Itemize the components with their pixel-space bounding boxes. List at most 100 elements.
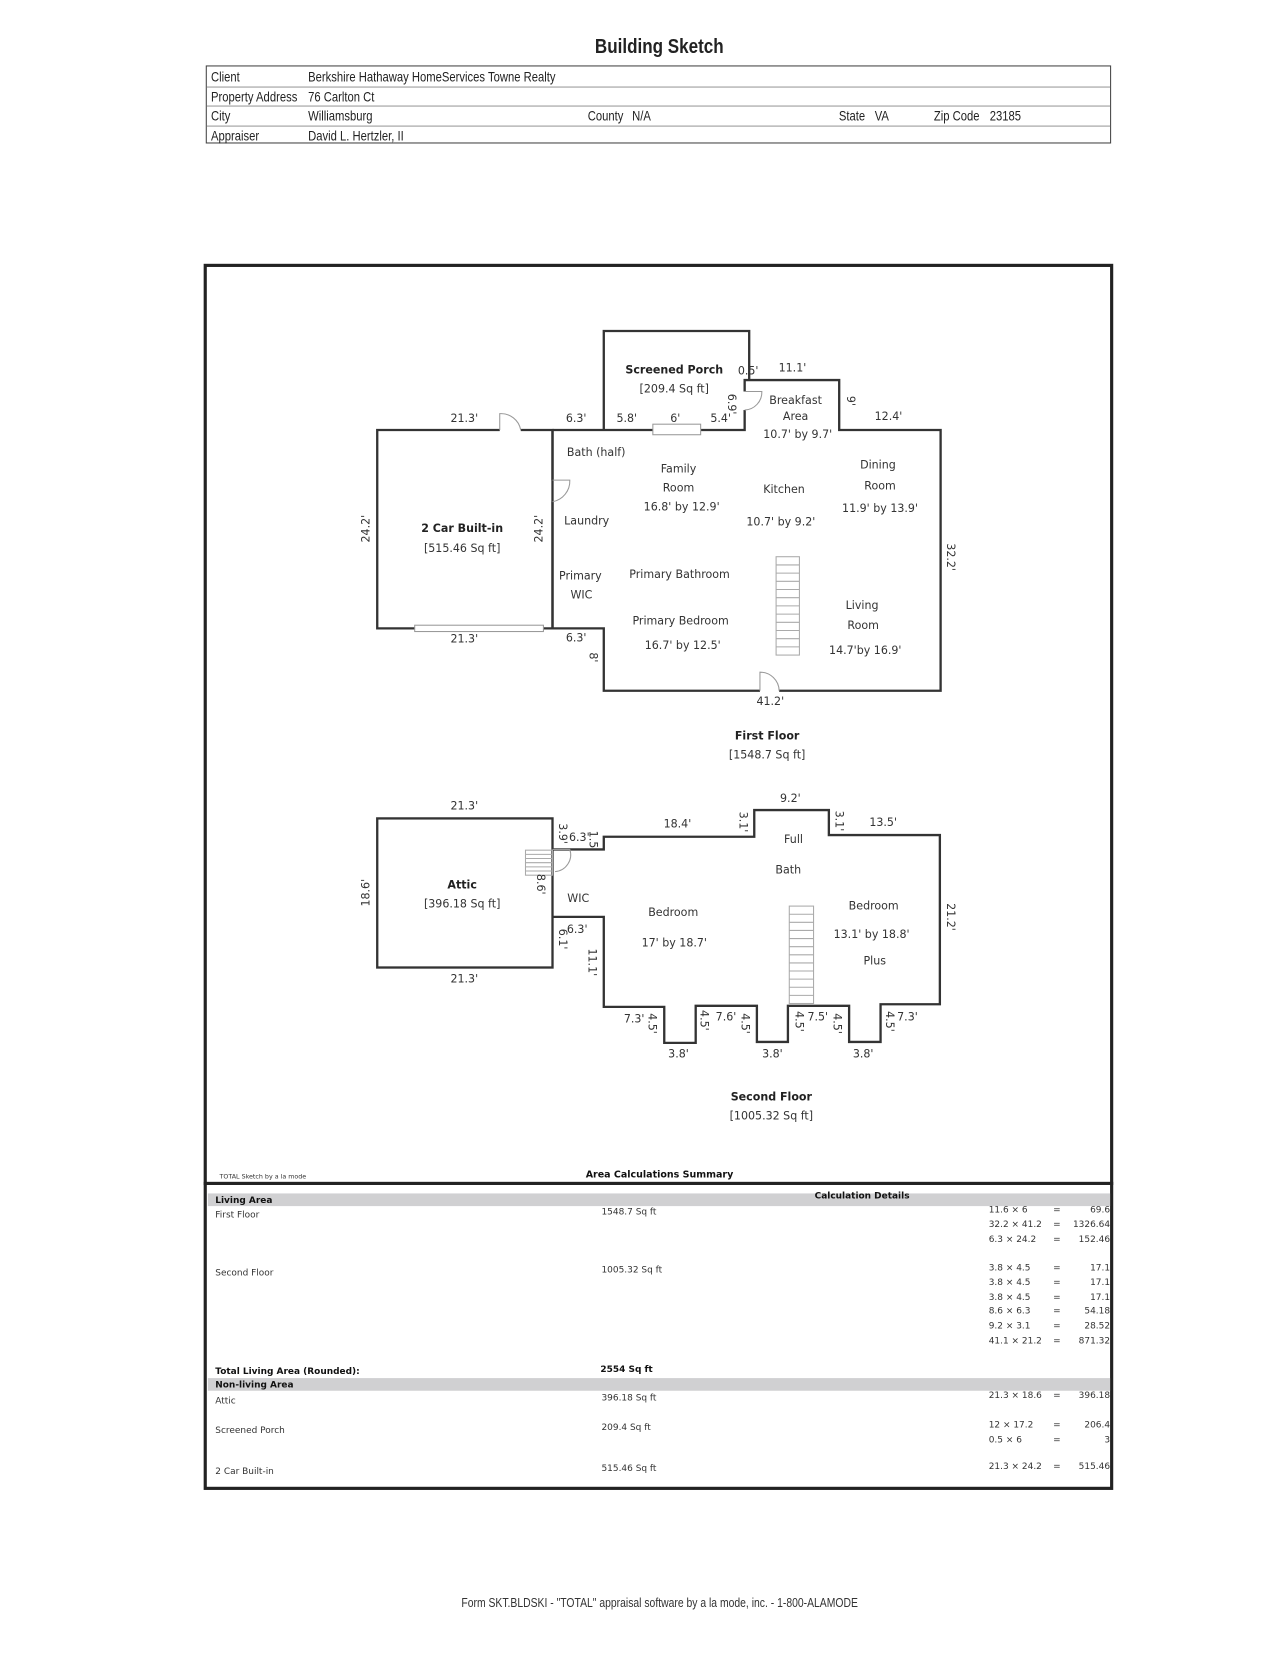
calc-formula: 8.6 × 6.3 xyxy=(988,1306,1031,1318)
calc-equals: = xyxy=(1053,1263,1061,1274)
city-row: City Williamsburg County N/A State VA Zi… xyxy=(206,106,1111,127)
non-living-area-band xyxy=(207,1378,1111,1391)
room-label: Bath (half) xyxy=(567,446,626,459)
dimension-label: 1.5' xyxy=(587,831,600,852)
city-label: City xyxy=(211,107,231,124)
garage-door-icon xyxy=(499,413,522,431)
dimension-label: 4.5' xyxy=(883,1011,896,1032)
dimension-label: 32.2' xyxy=(944,543,957,571)
dimension-label: 6.1' xyxy=(556,929,569,950)
address-row: Property Address 76 Carlton Ct xyxy=(206,86,1111,107)
dimension-label: 3.8' xyxy=(762,1047,783,1060)
dimension-label: 7.6' xyxy=(716,1010,737,1023)
area-value: 396.18 Sq ft xyxy=(601,1392,657,1404)
room-label: Bedroom xyxy=(648,906,698,919)
dimension-label: 7.5' xyxy=(807,1010,828,1023)
room-label: Room xyxy=(847,619,879,632)
dimension-label: 4.5' xyxy=(792,1011,805,1032)
zip-label: Zip Code xyxy=(933,107,980,124)
room-label: Plus xyxy=(863,954,886,967)
room-label: [515.46 Sq ft] xyxy=(424,542,500,555)
footer: Form SKT.BLDSKI - "TOTAL" appraisal soft… xyxy=(461,1595,858,1611)
room-label: Bath xyxy=(775,864,801,877)
calc-result: 396.18 xyxy=(1078,1390,1111,1402)
room-label: Area xyxy=(783,410,808,423)
calc-result: 515.46 xyxy=(1078,1461,1111,1473)
dimension-label: 3.1' xyxy=(736,812,749,833)
second-floor-outline xyxy=(552,808,942,1045)
dimension-label: 18.4' xyxy=(664,817,692,830)
appraiser-label: Appraiser xyxy=(211,127,260,143)
county-label: County xyxy=(587,107,624,124)
attic-door-icon xyxy=(552,848,572,873)
calc-equals: = xyxy=(1053,1219,1061,1231)
calc-result: 17.1 xyxy=(1090,1263,1111,1274)
dimension-label: 6.9' xyxy=(725,394,738,415)
area-value: 1005.32 Sq ft xyxy=(601,1265,663,1276)
room-label: 13.1' by 18.8' xyxy=(834,928,910,941)
dimension-label: 21.2' xyxy=(944,903,957,931)
calc-equals: = xyxy=(1053,1335,1061,1347)
room-label: 2 Car Built-in xyxy=(421,522,503,535)
room-label: Screened Porch xyxy=(625,364,723,377)
area-name: Second Floor xyxy=(215,1268,274,1279)
zip-value: 23185 xyxy=(989,107,1022,124)
dimension-label: 9.2' xyxy=(780,792,801,805)
calc-formula: 21.3 × 18.6 xyxy=(988,1390,1042,1402)
area-name: First Floor xyxy=(215,1210,260,1221)
room-label: Bedroom xyxy=(849,900,899,913)
calc-equals: = xyxy=(1053,1420,1061,1431)
calc-result: 3 xyxy=(1104,1434,1111,1446)
room-label: Primary xyxy=(559,569,602,582)
dimension-label: 24.2' xyxy=(360,515,373,543)
room-label: Breakfast xyxy=(769,394,822,407)
dimension-label: 13.5' xyxy=(869,816,897,829)
dimension-label: 7.3' xyxy=(624,1012,645,1025)
room-label: Family xyxy=(661,463,697,476)
dimension-label: 6.3' xyxy=(566,632,587,645)
room-label: [1548.7 Sq ft] xyxy=(729,749,805,762)
calc-equals: = xyxy=(1053,1205,1061,1216)
state-label: State xyxy=(838,107,866,124)
dimension-label: 6' xyxy=(670,412,680,425)
address-label: Property Address xyxy=(211,88,298,104)
calc-result: 28.52 xyxy=(1084,1321,1111,1332)
dimension-label: 3.1' xyxy=(832,811,845,832)
dimension-label: 4.5' xyxy=(646,1013,659,1034)
dimension-label: 4.5' xyxy=(738,1013,751,1034)
room-label: Primary Bathroom xyxy=(629,568,730,581)
sketch-frame xyxy=(203,263,1114,1490)
dimension-label: 3.9' xyxy=(556,823,569,844)
dimension-label: 9' xyxy=(844,396,857,406)
room-label: [1005.32 Sq ft] xyxy=(730,1110,813,1123)
appraiser-value: David L. Hertzler, II xyxy=(308,127,404,143)
dimension-label: 3.8' xyxy=(853,1047,874,1060)
calc-result: 54.18 xyxy=(1084,1306,1111,1318)
client-label: Client xyxy=(211,68,240,85)
room-label: Second Floor xyxy=(731,1091,813,1104)
calc-formula: 6.3 × 24.2 xyxy=(988,1234,1037,1245)
state-value: VA xyxy=(874,107,889,124)
room-label: Room xyxy=(864,480,896,493)
total-living-area-label: Total Living Area (Rounded): xyxy=(215,1366,360,1378)
room-label: Room xyxy=(663,482,695,495)
dimension-label: 24.2' xyxy=(533,515,546,543)
calc-equals: = xyxy=(1053,1434,1061,1446)
county-value: N/A xyxy=(632,107,651,124)
dimension-label: 7.3' xyxy=(897,1010,918,1023)
room-label: 17' by 18.7' xyxy=(642,937,707,950)
room-label: WIC xyxy=(567,892,589,905)
dimension-label: 6.3' xyxy=(566,412,587,425)
city-value: Williamsburg xyxy=(308,107,373,124)
dimension-label: 4.5' xyxy=(697,1010,710,1031)
calc-equals: = xyxy=(1053,1306,1061,1318)
calc-result: 17.1 xyxy=(1090,1292,1111,1303)
dimension-label: 18.6' xyxy=(360,879,373,907)
calc-result: 152.46 xyxy=(1078,1234,1111,1245)
room-label: Kitchen xyxy=(763,483,805,496)
calc-equals: = xyxy=(1053,1390,1061,1402)
client-row: Client Berkshire Hathaway HomeServices T… xyxy=(206,66,1111,88)
summary-title: Area Calculations Summary xyxy=(585,1170,734,1181)
dimension-label: 0.5' xyxy=(738,365,759,378)
